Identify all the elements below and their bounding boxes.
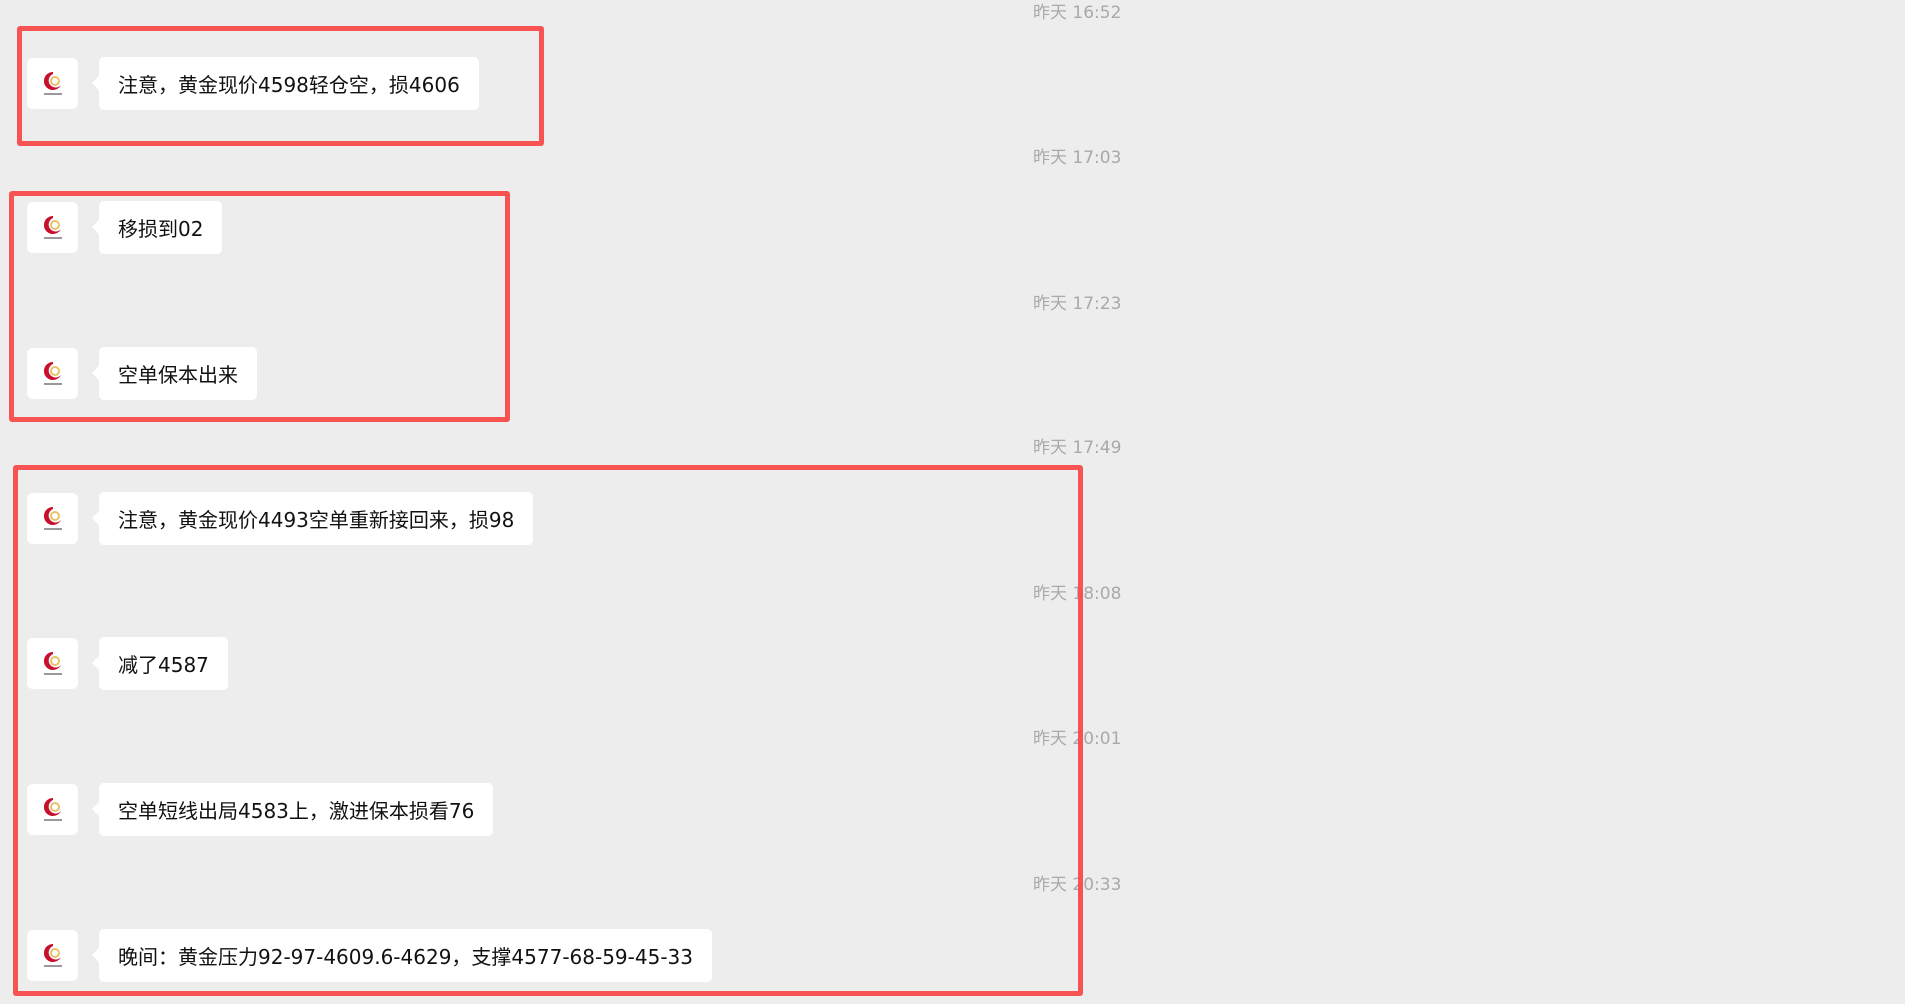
message-timestamp: 昨天 18:08	[1033, 584, 1122, 604]
message-timestamp: 昨天 16:52	[1033, 3, 1122, 23]
avatar[interactable]	[27, 493, 78, 544]
message-row: 晚间：黄金压力92-97-4609.6-4629，支撑4577-68-59-45…	[27, 929, 712, 982]
avatar[interactable]	[27, 930, 78, 981]
message-timestamp: 昨天 17:23	[1033, 294, 1122, 314]
message-bubble[interactable]: 晚间：黄金压力92-97-4609.6-4629，支撑4577-68-59-45…	[92, 929, 712, 982]
message-row: 空单保本出来	[27, 347, 257, 400]
message-bubble[interactable]: 减了4587	[92, 637, 228, 690]
message-bubble[interactable]: 空单保本出来	[92, 347, 257, 400]
avatar[interactable]	[27, 202, 78, 253]
logo-icon	[43, 506, 62, 530]
highlight-box-2	[9, 191, 510, 422]
message-bubble[interactable]: 移损到02	[91, 201, 223, 254]
logo-icon	[43, 651, 62, 675]
logo-icon	[43, 71, 62, 95]
message-row: 空单短线出局4583上，激进保本损看76	[27, 783, 494, 836]
message-bubble[interactable]: 空单短线出局4583上，激进保本损看76	[91, 783, 494, 836]
message-timestamp: 昨天 20:33	[1033, 875, 1122, 895]
avatar[interactable]	[27, 638, 78, 689]
message-row: 注意，黄金现价4598轻仓空，损4606	[27, 57, 479, 110]
logo-icon	[43, 361, 62, 385]
logo-icon	[43, 797, 62, 821]
avatar[interactable]	[27, 348, 78, 399]
message-bubble[interactable]: 注意，黄金现价4598轻仓空，损4606	[92, 57, 479, 110]
logo-icon	[43, 943, 62, 967]
avatar[interactable]	[27, 58, 78, 109]
highlight-box-3	[13, 465, 1083, 996]
highlight-box-1	[17, 26, 544, 146]
message-row: 移损到02	[27, 201, 223, 254]
logo-icon	[43, 215, 62, 239]
message-timestamp: 昨天 17:03	[1033, 148, 1122, 168]
message-timestamp: 昨天 20:01	[1033, 729, 1122, 749]
message-bubble[interactable]: 注意，黄金现价4493空单重新接回来，损98	[91, 492, 534, 545]
message-row: 注意，黄金现价4493空单重新接回来，损98	[27, 492, 534, 545]
message-row: 减了4587	[27, 637, 228, 690]
avatar[interactable]	[27, 784, 78, 835]
message-timestamp: 昨天 17:49	[1033, 438, 1122, 458]
